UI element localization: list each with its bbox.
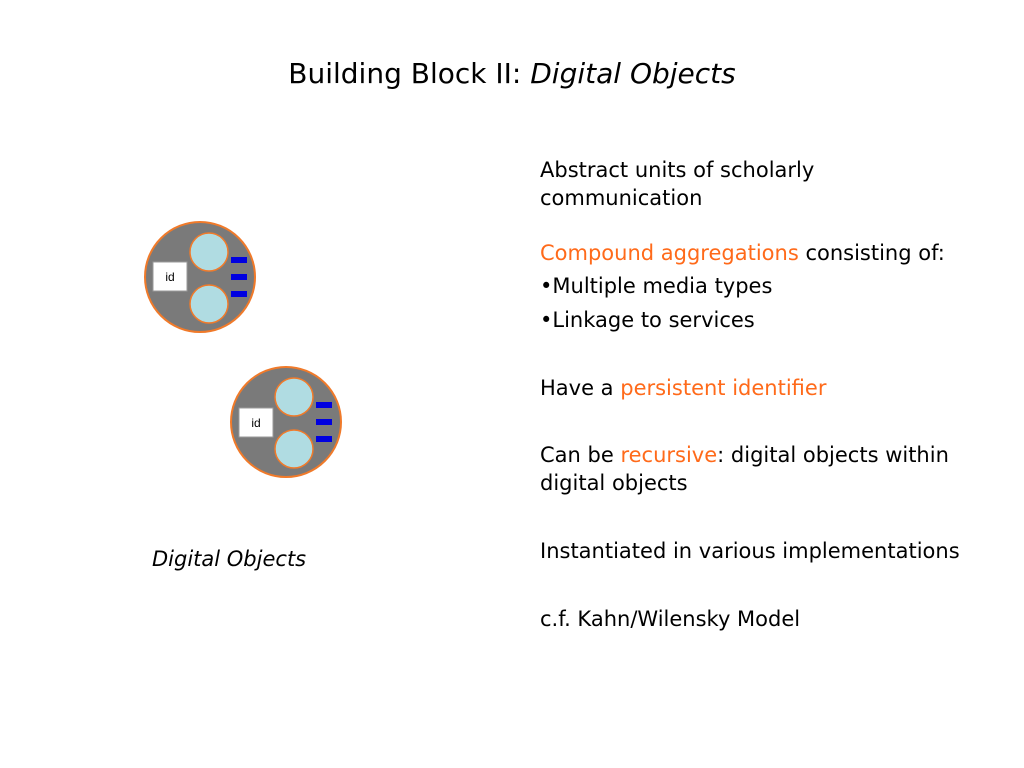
service-bar xyxy=(231,291,247,297)
datastream-circle xyxy=(274,377,314,417)
service-bar xyxy=(316,402,332,408)
bullet-points: Abstract units of scholarly communicatio… xyxy=(540,156,980,633)
service-bar xyxy=(316,436,332,442)
id-box xyxy=(238,407,274,438)
point-recursive-prefix: Can be xyxy=(540,443,621,467)
id-label: id xyxy=(251,416,260,430)
point-persistent-prefix: Have a xyxy=(540,376,621,400)
point-compound-rest: consisting of: xyxy=(798,241,945,265)
highlight-recursive: recursive xyxy=(620,443,718,467)
slide-title: Building Block II: Digital Objects xyxy=(0,54,1024,94)
title-prefix: Building Block II: xyxy=(288,57,531,90)
digital-object-1: id xyxy=(144,221,256,333)
digital-object-2: id xyxy=(230,366,342,478)
point-instantiated: Instantiated in various implementations xyxy=(540,539,960,563)
datastream-circle xyxy=(274,429,314,469)
service-bar xyxy=(231,257,247,263)
point-recursive: Can be recursive: digital objects within… xyxy=(540,441,980,497)
point-recursive-rest: : digital objects within digital objects xyxy=(540,443,949,495)
point-kahn-wilensky: c.f. Kahn/Wilensky Model xyxy=(540,607,801,631)
datastream-circle xyxy=(189,232,229,272)
id-box xyxy=(152,261,188,292)
service-bar xyxy=(316,419,332,425)
service-bar xyxy=(231,274,247,280)
diagram-caption: Digital Objects xyxy=(152,547,307,571)
highlight-compound-aggregations: Compound aggregations xyxy=(540,241,799,265)
datastream-circle xyxy=(189,284,229,324)
point-abstract-units: Abstract units of scholarly communicatio… xyxy=(540,158,815,210)
point-compound-aggregations: Compound aggregations consisting of: xyxy=(540,239,980,267)
id-label: id xyxy=(165,270,174,284)
sub-bullet-media-types: •Multiple media types xyxy=(540,274,773,298)
title-emphasis: Digital Objects xyxy=(530,57,736,90)
highlight-persistent-identifier: persistent identifier xyxy=(620,376,827,400)
sub-bullet-linkage-services: •Linkage to services xyxy=(540,308,755,332)
point-persistent-identifier: Have a persistent identifier xyxy=(540,374,980,402)
